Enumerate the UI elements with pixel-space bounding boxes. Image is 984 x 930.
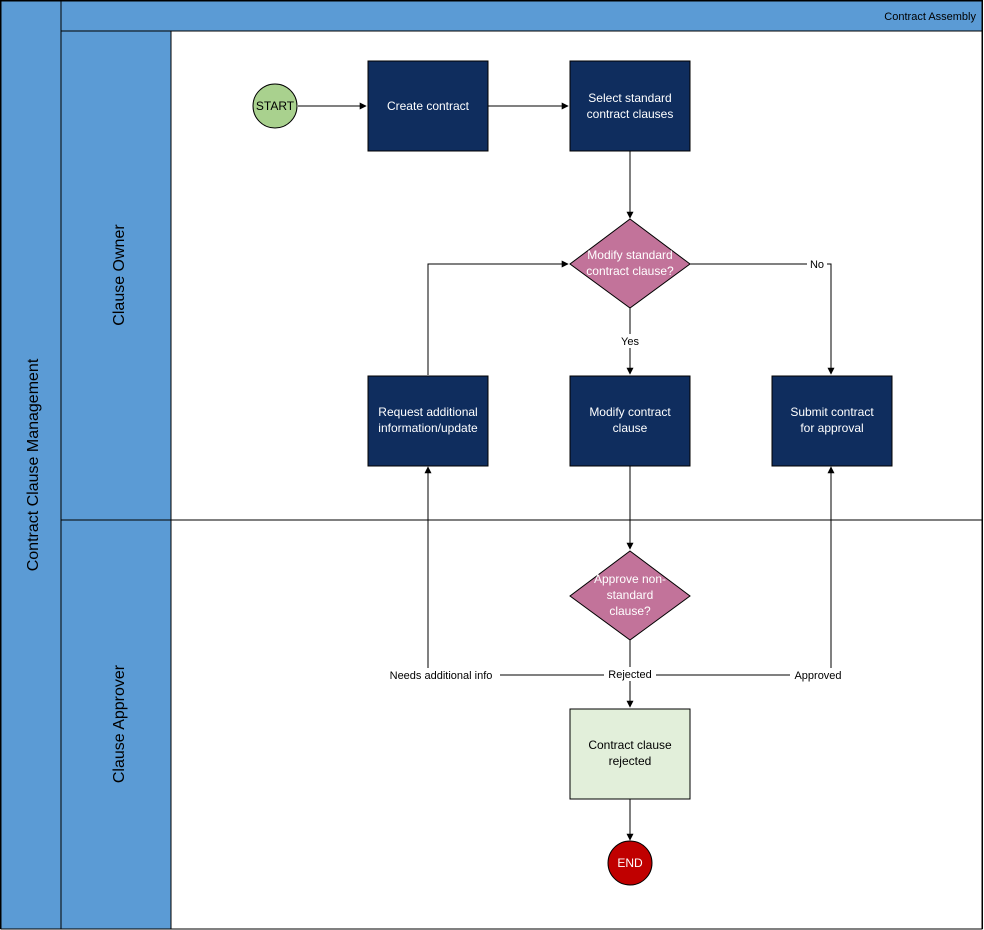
edge-label-bg-approved <box>790 668 846 682</box>
task-submit-approval-line2: for approval <box>800 421 863 435</box>
phase-label: Contract Assembly <box>884 11 976 23</box>
task-select-clauses-line2: contract clauses <box>587 107 674 121</box>
lane-label-clause-approver: Clause Approver <box>111 664 128 783</box>
task-modify-clause-line1: Modify contract <box>589 405 671 419</box>
decision-modify-standard <box>569 218 691 309</box>
lane-label-clause-owner: Clause Owner <box>111 224 128 326</box>
outcome-clause-rejected-line2: rejected <box>609 754 652 768</box>
task-request-info <box>367 375 489 467</box>
lane-header-clause-owner <box>60 30 172 521</box>
task-modify-clause-line2: clause <box>613 421 648 435</box>
task-select-clauses <box>569 60 691 152</box>
pool-label: Contract Clause Management <box>25 358 42 571</box>
decision-approve-line1: Approve non- <box>594 572 666 586</box>
task-submit-approval-line1: Submit contract <box>790 405 874 419</box>
task-request-info-line1: Request additional <box>378 405 477 419</box>
edge-label-yes: Yes <box>621 336 639 348</box>
edge-label-approved: Approved <box>794 670 841 682</box>
decision-modify-line2: contract clause? <box>586 264 674 278</box>
edge-label-bg-yes <box>617 334 643 348</box>
decision-approve-line3: clause? <box>609 604 651 618</box>
decision-modify-line1: Modify standard <box>587 248 672 262</box>
task-select-clauses-line1: Select standard <box>588 91 671 105</box>
start-label: START <box>256 99 295 113</box>
task-create-contract <box>367 60 489 152</box>
start-node <box>252 83 298 129</box>
end-node <box>607 840 653 886</box>
edge-label-rejected: Rejected <box>608 669 651 681</box>
decision-approve-line2: standard <box>607 588 654 602</box>
task-create-contract-label: Create contract <box>387 99 470 113</box>
pool-header <box>0 0 62 930</box>
phase-header <box>60 0 983 32</box>
edge-label-bg-needs-info <box>382 668 500 682</box>
edge-label-bg-rejected <box>604 667 656 681</box>
edge-label-no: No <box>810 259 824 271</box>
decision-approve-nonstandard <box>569 550 691 641</box>
edge-label-bg-no <box>807 257 827 271</box>
edge-label-needs-info: Needs additional info <box>390 670 493 682</box>
lane-header-clause-approver <box>60 519 172 930</box>
edge-decision-no <box>690 263 835 375</box>
edge-request-decision <box>427 260 569 375</box>
outcome-clause-rejected <box>569 708 691 800</box>
outcome-clause-rejected-line1: Contract clause <box>588 738 672 752</box>
end-label: END <box>617 856 643 870</box>
task-modify-clause <box>569 375 691 467</box>
task-request-info-line2: information/update <box>378 421 478 435</box>
task-submit-approval <box>771 375 893 467</box>
